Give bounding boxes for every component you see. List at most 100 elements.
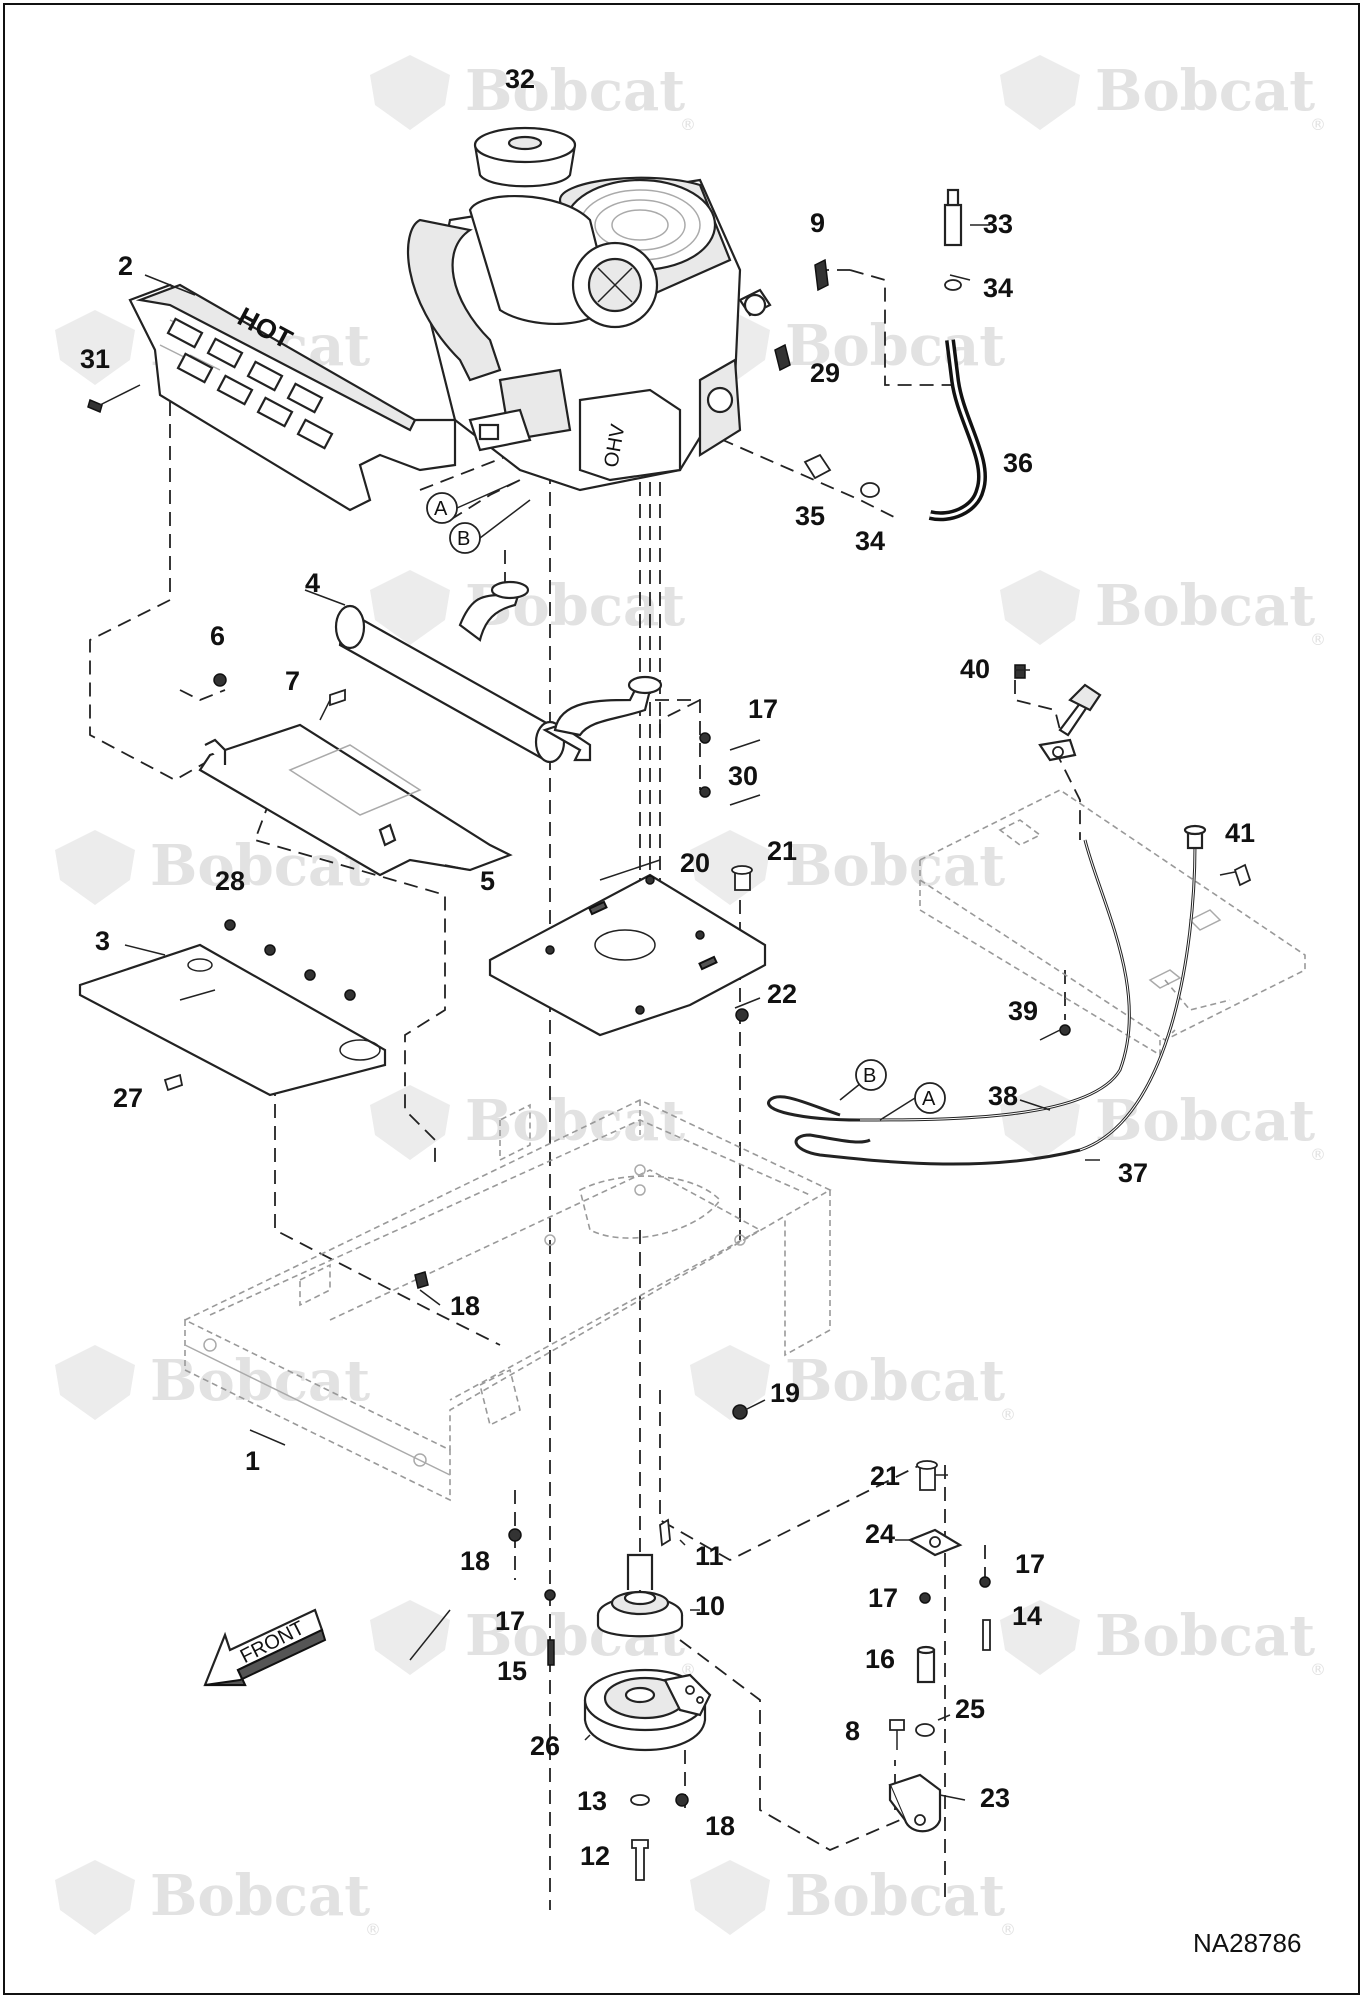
connector-a-label-2: A [922, 1088, 936, 1110]
callout-17c: 17 [868, 1583, 898, 1613]
watermark-reg: ® [1000, 1920, 1016, 1939]
connector-b-label-2: B [863, 1065, 876, 1087]
callout-35: 35 [795, 501, 825, 531]
callout-41: 41 [1225, 818, 1255, 848]
callout-40: 40 [960, 654, 990, 684]
callout-34b: 34 [855, 526, 885, 556]
callout-32: 32 [505, 64, 535, 94]
callout-24: 24 [865, 1519, 895, 1549]
watermark-text: Bobcat [785, 313, 1005, 379]
callout-17b: 17 [1015, 1549, 1045, 1579]
watermark-reg: ® [1310, 1660, 1326, 1679]
callout-11: 11 [695, 1541, 724, 1571]
hardware [87, 188, 1252, 1881]
part-10-pulley [596, 1553, 684, 1638]
watermark-tile: Bobcat ® [370, 55, 696, 134]
callout-39: 39 [1008, 996, 1038, 1026]
callout-16: 16 [865, 1644, 895, 1674]
watermark-text: Bobcat [785, 1348, 1005, 1414]
callout-18b: 18 [460, 1546, 490, 1576]
callout-38: 38 [988, 1081, 1018, 1111]
callout-18c: 18 [705, 1811, 735, 1841]
part-20-engine-mount-plate [488, 873, 767, 1037]
callout-26: 26 [530, 1731, 560, 1761]
callout-37: 37 [1118, 1158, 1148, 1188]
connector-b-label: B [457, 528, 470, 550]
callout-6: 6 [210, 621, 225, 651]
watermark-text: Bobcat [1095, 573, 1315, 639]
watermark-text: Bobcat [1095, 1088, 1315, 1154]
watermark-tile: Bobcat ® [690, 1345, 1016, 1424]
callout-34: 34 [983, 273, 1013, 303]
engine-assembly: OHV [406, 176, 772, 492]
callout-17d: 17 [495, 1606, 525, 1636]
watermark-text: Bobcat [150, 1863, 370, 1929]
watermark-tile: Bobcat [55, 1345, 370, 1420]
callout-33: 33 [983, 209, 1013, 239]
part-16-spacer [916, 1645, 936, 1684]
watermark-tile: Bobcat ® [1000, 1085, 1326, 1164]
part-32-air-cleaner-cover [473, 126, 577, 188]
callout-18: 18 [450, 1291, 480, 1321]
callout-30: 30 [728, 761, 758, 791]
watermark-tile: Bobcat ® [690, 1860, 1016, 1939]
part-1-chassis-frame [184, 1099, 832, 1502]
parts-cables [766, 339, 1207, 1166]
callout-1: 1 [245, 1446, 260, 1476]
watermark-reg: ® [1000, 1405, 1016, 1424]
callout-28: 28 [215, 866, 245, 896]
part-23-anti-rotation-bracket [888, 1773, 942, 1833]
watermark-text: Bobcat [465, 58, 685, 124]
callout-21b: 21 [870, 1461, 900, 1491]
watermark-text: Bobcat [1095, 58, 1315, 124]
watermark-tile: Bobcat ® [1000, 570, 1326, 649]
watermark-reg: ® [1310, 115, 1326, 134]
callout-labels: 1 2 3 4 5 6 7 8 9 10 11 12 13 14 15 16 1… [80, 64, 1255, 1871]
callout-17: 17 [748, 694, 778, 724]
drawing-reference-number: NA28786 [1193, 1928, 1301, 1958]
watermarks: Bobcat ® Bobcat ® Bobcat Bobcat Bobcat B… [55, 55, 1326, 1939]
callout-12: 12 [580, 1841, 610, 1871]
callout-7: 7 [285, 666, 300, 696]
part-4-muffler [334, 580, 663, 764]
watermark-tile: Bobcat [690, 830, 1005, 905]
callout-15: 15 [497, 1656, 527, 1686]
callout-29: 29 [810, 358, 840, 388]
callout-31: 31 [80, 344, 110, 374]
callout-5: 5 [480, 866, 495, 896]
part-24-bracket [907, 1528, 963, 1557]
callout-4: 4 [305, 568, 320, 598]
watermark-reg: ® [680, 115, 696, 134]
callout-8: 8 [845, 1716, 860, 1746]
watermark-reg: ® [680, 1660, 696, 1679]
callout-19: 19 [770, 1378, 800, 1408]
connector-refs: A B B A [426, 479, 946, 1121]
callout-36: 36 [1003, 448, 1033, 478]
part-26-electric-clutch [583, 1668, 712, 1752]
watermark-reg: ® [365, 1920, 381, 1939]
drawing-frame [3, 3, 1360, 1995]
watermark-tile: Bobcat [370, 570, 685, 645]
watermark-text: Bobcat [465, 1088, 685, 1154]
leader-lines [124, 224, 1236, 1801]
callout-20: 20 [680, 848, 710, 878]
watermark-text: Bobcat [785, 1863, 1005, 1929]
watermark-text: Bobcat [1095, 1603, 1315, 1669]
watermark-tile: Bobcat ® [1000, 55, 1326, 134]
watermark-reg: ® [1310, 1145, 1326, 1164]
callout-14: 14 [1012, 1601, 1042, 1631]
callout-22: 22 [767, 979, 797, 1009]
watermark-tile: Bobcat [370, 1085, 685, 1160]
callout-27: 27 [113, 1083, 143, 1113]
callout-21: 21 [767, 836, 797, 866]
watermark-text: Bobcat [150, 1348, 370, 1414]
callout-23: 23 [980, 1783, 1010, 1813]
watermark-tile: Bobcat ® [1000, 1600, 1326, 1679]
watermark-reg: ® [1310, 630, 1326, 649]
front-direction-arrow: FRONT [203, 1608, 327, 1687]
callout-25: 25 [955, 1694, 985, 1724]
watermark-tile: Bobcat ® [55, 1860, 381, 1939]
connector-a-label: A [434, 498, 448, 520]
watermark-text: Bobcat [785, 833, 1005, 899]
